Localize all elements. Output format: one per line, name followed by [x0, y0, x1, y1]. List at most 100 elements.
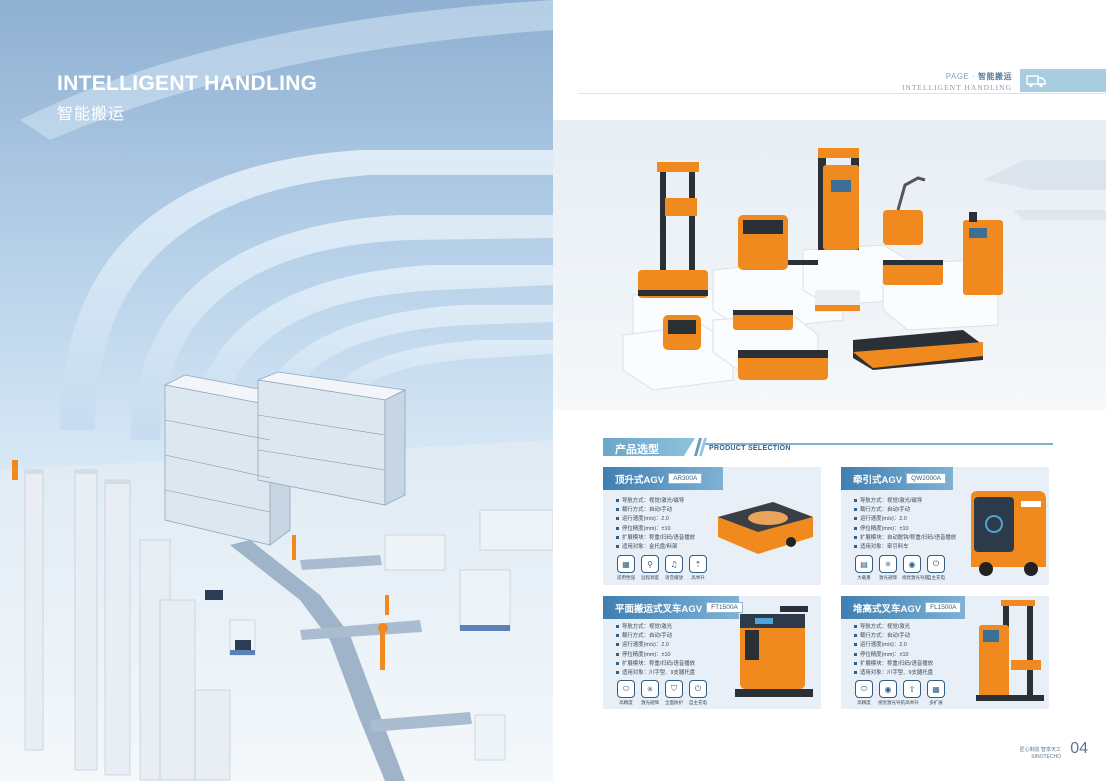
- spec-item: 运行速度(m/s)：2.0: [616, 515, 695, 524]
- qw2000a-robot-image: [971, 491, 1046, 576]
- feature-glyph: ✳: [646, 684, 654, 694]
- product-selection-title-en: PRODUCT SELECTION: [709, 445, 791, 452]
- feature: ▦多扩展: [926, 680, 946, 706]
- feature-glyph: ▦: [932, 684, 940, 694]
- spec-item: 适用对象：川字型、9支腿托盘: [616, 669, 695, 678]
- feature-label: 自主充电: [689, 700, 707, 705]
- feature-glyph: ⇧: [908, 684, 916, 694]
- spec-item: 停位精度(mm)：±10: [616, 525, 695, 534]
- feature-glyph: ♫: [670, 559, 678, 569]
- feature: ◉ 视觉激光导航: [878, 680, 905, 706]
- brand-name: SINOTECHO: [1031, 754, 1061, 760]
- spec-item: 适用对象：牵引料车: [854, 543, 956, 552]
- feature-label: 视觉激光导航: [902, 575, 929, 580]
- pill-icon: ⬭: [617, 680, 635, 698]
- spec-item: 扩展模块：称重/扫码/语音播放: [616, 534, 695, 543]
- eye-icon: ◉: [879, 680, 897, 698]
- product-model: FT1500A: [706, 602, 743, 613]
- spec-item: 停位精度(mm)：±10: [854, 651, 933, 660]
- page-section-en: INTELLIGENT HANDLING: [901, 83, 1012, 92]
- card-header: 牵引式AGV QW2000A: [841, 467, 953, 490]
- left-page-subtitle: 智能搬运: [57, 106, 126, 123]
- card-header: 平面搬运式叉车AGV FT1500A: [603, 596, 743, 619]
- spec-item: 停位精度(mm)：±10: [616, 651, 695, 660]
- spec-item: 运行速度(m/s)：2.0: [854, 515, 956, 524]
- feature: ⛉全面防护: [664, 680, 684, 706]
- product-name: 堆高式叉车AGV: [853, 603, 922, 615]
- feature-icons: ⬭高精度 ✳激光避障 ⛉全面防护 ⏻自主充电: [616, 680, 708, 706]
- header-divider: [578, 93, 1106, 94]
- feature: ⚲ 远程调度: [640, 555, 660, 581]
- feature: ⏻ 自主充电: [926, 555, 946, 581]
- mic-icon: ♫: [665, 555, 683, 573]
- feature: ▤ 大载重: [854, 555, 874, 581]
- feature-label: 远程调度: [641, 575, 659, 580]
- feature-glyph: ⬭: [622, 684, 630, 693]
- pill-icon: ⬭: [855, 680, 873, 698]
- page-section-cn: 智能搬运: [978, 72, 1012, 81]
- feature-label: 高精度: [857, 700, 871, 705]
- plug-icon: ⏻: [927, 555, 945, 573]
- product-model: FL1500A: [925, 602, 962, 613]
- spec-item: 停位精度(mm)：±10: [854, 525, 956, 534]
- lift-height-icon: ⇧: [903, 680, 921, 698]
- brand-slogan: 匠心制造 智享天工: [1019, 747, 1061, 753]
- page-header-label: PAGE · 智能搬运: [945, 72, 1012, 81]
- feature-label: 全面防护: [665, 700, 683, 705]
- footer-brand: 匠心制造 智享天工 SINOTECHO: [1020, 747, 1061, 761]
- spec-item: 适用对象：川字型、9支腿托盘: [854, 669, 933, 678]
- spec-item: 导航方式：视觉/激光: [616, 623, 695, 632]
- spec-item: 导航方式：视觉/激光/磁导: [616, 497, 695, 506]
- spec-item: 载行方式：自动/手动: [854, 506, 956, 515]
- spec-item: 适用对象：金托盘/料架: [616, 543, 695, 552]
- card-header: 堆高式叉车AGV FL1500A: [841, 596, 965, 619]
- feature-glyph: ✳: [884, 559, 892, 569]
- grid-icon: ▦: [617, 555, 635, 573]
- lift-icon: ⇡: [689, 555, 707, 573]
- spec-item: 导航方式：视觉/激光: [854, 623, 933, 632]
- left-page-title: INTELLIGENT HANDLING: [57, 72, 318, 95]
- feature-glyph: ⬭: [860, 684, 868, 693]
- product-name: 牵引式AGV: [853, 474, 903, 486]
- laser-icon: ✳: [641, 680, 659, 698]
- feature-icons: ⬭ 高精度 ◉ 视觉激光导航 ⇧高举升 ▦多扩展: [854, 680, 946, 706]
- left-page: INTELLIGENT HANDLING 智能搬运: [0, 0, 553, 781]
- spec-item: 载行方式：自动/手动: [616, 506, 695, 515]
- fl1500a-robot-image: [976, 600, 1044, 701]
- card-header: 顶升式AGV AR300A: [603, 467, 723, 490]
- feature: ◉ 视觉激光导航: [902, 555, 929, 581]
- feature-glyph: ▤: [860, 559, 868, 569]
- spec-list: 导航方式：视觉/激光 载行方式：自动/手动 运行速度(m/s)：2.0 停位精度…: [616, 623, 695, 678]
- product-model: QW2000A: [906, 473, 947, 484]
- joystick-icon: ⚲: [641, 555, 659, 573]
- page-number: 04: [1070, 740, 1088, 757]
- laser-icon: ✳: [879, 555, 897, 573]
- product-selection-header: 产品选型 PRODUCT SELECTION: [603, 438, 1053, 458]
- spec-item: 导航方式：视觉/激光/磁导: [854, 497, 956, 506]
- spec-list: 导航方式：视觉/激光/磁导 载行方式：自动/手动 运行速度(m/s)：2.0 停…: [616, 497, 695, 552]
- feature-icons: ▤大载重 ✳激光避障 ◉视觉激光导航 ⏻自主充电: [854, 555, 946, 581]
- header-tab: [1020, 69, 1106, 92]
- feature-label: 视觉激光导航: [878, 700, 905, 705]
- battery-icon: ▤: [855, 555, 873, 573]
- product-card-ft1500a: 平面搬运式叉车AGV FT1500A 导航方式：视觉/激光 载行方式：自动/手动…: [603, 596, 821, 709]
- feature: ⏻自主充电: [688, 680, 708, 706]
- feature-label: 激光避障: [641, 700, 659, 705]
- truck-icon: [1026, 75, 1046, 88]
- feature: ⇧高举升: [902, 680, 922, 706]
- grid-icon: ▦: [927, 680, 945, 698]
- spec-item: 运行速度(m/s)：2.0: [854, 641, 933, 650]
- feature: ⇡ 高举升: [688, 555, 708, 581]
- eye-icon: ◉: [903, 555, 921, 573]
- product-model: AR300A: [668, 473, 703, 484]
- product-card-qw2000a: 牵引式AGV QW2000A 导航方式：视觉/激光/磁导 载行方式：自动/手动 …: [841, 467, 1049, 585]
- spec-item: 载行方式：自动/手动: [616, 632, 695, 641]
- page-label: PAGE: [945, 72, 970, 81]
- feature-label: 自主充电: [927, 575, 945, 580]
- feature: ⬭ 高精度: [854, 680, 874, 706]
- product-name: 顶升式AGV: [615, 474, 665, 486]
- feature-label: 大载重: [857, 575, 871, 580]
- slash-decoration: [694, 438, 707, 456]
- feature-label: 高举升: [691, 575, 705, 580]
